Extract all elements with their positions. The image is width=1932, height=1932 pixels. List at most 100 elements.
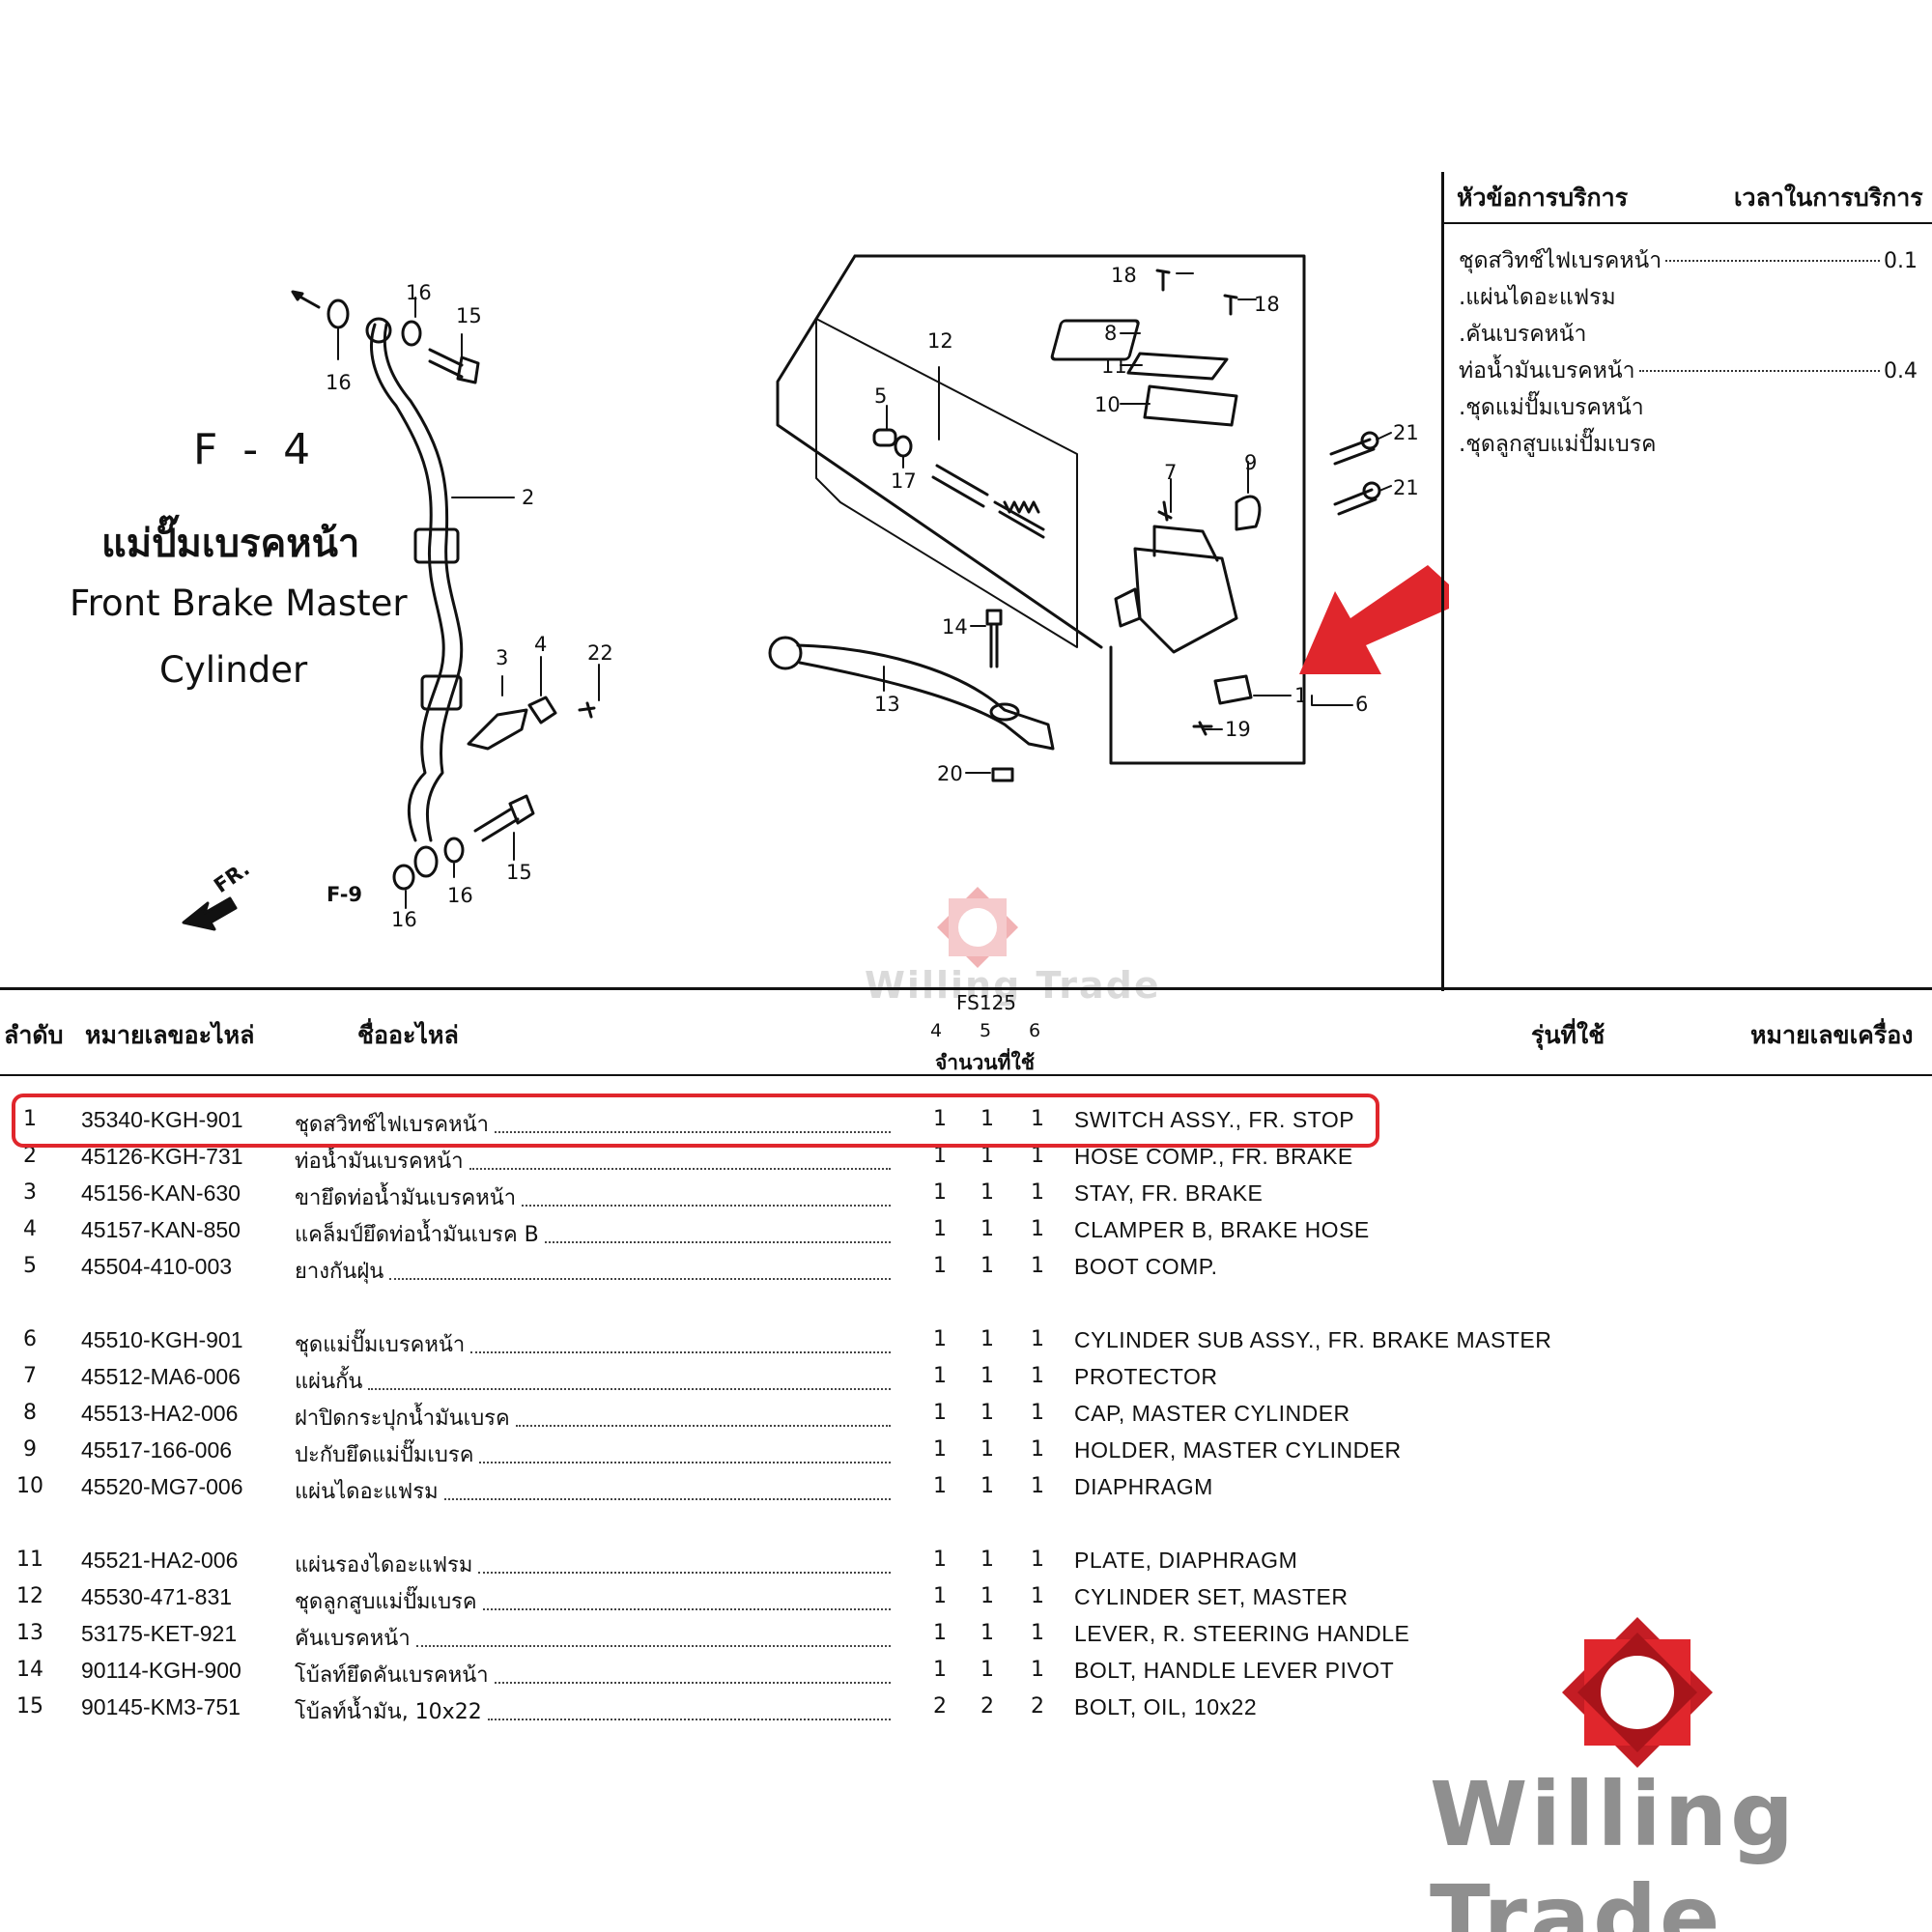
header-engine-number: หมายเลขเครื่อง xyxy=(1750,1021,1914,1049)
part-number: 45521-HA2-006 xyxy=(81,1548,239,1573)
leader-dots xyxy=(415,1621,891,1647)
part-name-thai: ขายึดท่อน้ำมันเบรคหน้า xyxy=(295,1180,894,1214)
qty-5: 1 xyxy=(980,1548,994,1572)
header-qty-4: 4 xyxy=(930,1020,943,1041)
part-name-thai-text: ยางกันฝุ่น xyxy=(295,1260,384,1284)
part-name-thai-text: ชุดแม่ปั๊มเบรคหน้า xyxy=(295,1333,466,1357)
callout-12: 12 xyxy=(927,329,953,353)
qty-6: 1 xyxy=(1031,1327,1044,1351)
qty-5: 1 xyxy=(980,1327,994,1351)
qty-5: 1 xyxy=(980,1401,994,1425)
qty-6: 1 xyxy=(1031,1254,1044,1278)
callout-fr: FR. xyxy=(210,857,254,897)
callout-18: 18 xyxy=(1254,293,1280,316)
callout-15: 15 xyxy=(456,304,482,327)
qty-5: 1 xyxy=(980,1254,994,1278)
service-item: .ชุดลูกสูบแม่ปั๊มเบรค xyxy=(1459,427,1918,464)
part-number: 45157-KAN-850 xyxy=(81,1217,241,1242)
leader-dots xyxy=(1665,260,1880,262)
figure-title-thai: แม่ปั๊มเบรคหน้า xyxy=(101,522,360,566)
row-number: 11 xyxy=(16,1548,43,1572)
leader-dots xyxy=(479,1437,891,1463)
part-name-thai: แผ่นรองไดอะแฟรม xyxy=(295,1548,894,1581)
service-item-label: ชุดสวิทช์ไฟเบรคหน้า xyxy=(1459,248,1662,273)
qty-6: 1 xyxy=(1031,1658,1044,1682)
qty-4: 1 xyxy=(933,1180,947,1205)
callout-16: 16 xyxy=(391,908,417,931)
part-number: 45510-KGH-901 xyxy=(81,1327,243,1352)
part-name-thai: ปะกับยึดแม่ปั๊มเบรค xyxy=(295,1437,894,1471)
part-name-thai: แผ่นกั้น xyxy=(295,1364,894,1398)
header-qty-label: จำนวนที่ใช้ xyxy=(935,1051,1035,1074)
qty-4: 1 xyxy=(933,1437,947,1462)
callout-1: 1 xyxy=(1294,684,1307,707)
row-number: 3 xyxy=(23,1180,37,1205)
qty-4: 1 xyxy=(933,1217,947,1241)
service-item-label: ท่อน้ำมันเบรคหน้า xyxy=(1459,358,1635,384)
qty-4: 1 xyxy=(933,1107,947,1131)
highlight-arrow-icon xyxy=(1299,565,1449,674)
part-number: 90145-KM3-751 xyxy=(81,1694,241,1719)
leader-dots xyxy=(1638,370,1880,372)
qty-6: 1 xyxy=(1031,1217,1044,1241)
callout-13: 13 xyxy=(874,693,900,716)
qty-6: 1 xyxy=(1031,1474,1044,1498)
leader-dots xyxy=(544,1217,891,1243)
part-name-thai: ชุดลูกสูบแม่ปั๊มเบรค xyxy=(295,1584,894,1618)
row-number: 12 xyxy=(16,1584,43,1608)
table-header-rule xyxy=(0,1074,1932,1076)
logo-text: Willing Trade xyxy=(1430,1763,1797,1932)
part-number: 35340-KGH-901 xyxy=(81,1107,243,1132)
part-name-thai: ชุดสวิทช์ไฟเบรคหน้า xyxy=(295,1107,894,1141)
row-number: 14 xyxy=(16,1658,43,1682)
service-item-label: .คันเบรคหน้า xyxy=(1459,322,1587,347)
callout-f9: F-9 xyxy=(327,883,362,906)
callout-21: 21 xyxy=(1393,476,1419,499)
service-item-label: .แผ่นไดอะแฟรม xyxy=(1459,285,1616,310)
part-name-thai-text: โบ้ลท์น้ำมัน, 10x22 xyxy=(295,1700,482,1724)
qty-5: 1 xyxy=(980,1107,994,1131)
row-number: 9 xyxy=(23,1437,37,1462)
callout-19: 19 xyxy=(1225,718,1251,741)
part-name-english: LEVER, R. STEERING HANDLE xyxy=(1074,1621,1410,1646)
qty-4: 1 xyxy=(933,1144,947,1168)
qty-6: 1 xyxy=(1031,1621,1044,1645)
header-part-number: หมายเลขอะไหล่ xyxy=(85,1021,255,1049)
part-name-thai-text: คันเบรคหน้า xyxy=(295,1627,411,1651)
callout-8: 8 xyxy=(1104,322,1117,345)
part-name-english: CYLINDER SET, MASTER xyxy=(1074,1584,1349,1609)
part-name-thai-text: ชุดสวิทช์ไฟเบรคหน้า xyxy=(295,1113,489,1137)
qty-6: 1 xyxy=(1031,1548,1044,1572)
header-part-name: ชื่ออะไหล่ xyxy=(357,1021,459,1049)
master-cylinder-drawing xyxy=(1050,269,1381,736)
part-name-english: CAP, MASTER CYLINDER xyxy=(1074,1401,1350,1426)
qty-4: 1 xyxy=(933,1548,947,1572)
row-number: 6 xyxy=(23,1327,37,1351)
leader-dots xyxy=(469,1144,891,1170)
qty-4: 1 xyxy=(933,1254,947,1278)
callout-6: 6 xyxy=(1355,693,1368,716)
callout-11: 11 xyxy=(1101,355,1127,378)
part-name-thai-text: ชุดลูกสูบแม่ปั๊มเบรค xyxy=(295,1590,477,1614)
brake-lever-drawing xyxy=(768,609,1055,782)
assembly-frame xyxy=(776,254,1306,765)
header-qty-6: 6 xyxy=(1029,1020,1041,1041)
qty-5: 1 xyxy=(980,1474,994,1498)
callout-4: 4 xyxy=(534,633,547,656)
part-number: 45156-KAN-630 xyxy=(81,1180,241,1206)
part-name-thai: แคล็มป์ยึดท่อน้ำมันเบรค B xyxy=(295,1217,894,1251)
service-item-label: .ชุดลูกสูบแม่ปั๊มเบรค xyxy=(1459,432,1657,457)
part-number: 45517-166-006 xyxy=(81,1437,233,1463)
qty-5: 1 xyxy=(980,1437,994,1462)
qty-6: 2 xyxy=(1031,1694,1044,1719)
qty-4: 1 xyxy=(933,1364,947,1388)
callout-7: 7 xyxy=(1164,461,1177,484)
